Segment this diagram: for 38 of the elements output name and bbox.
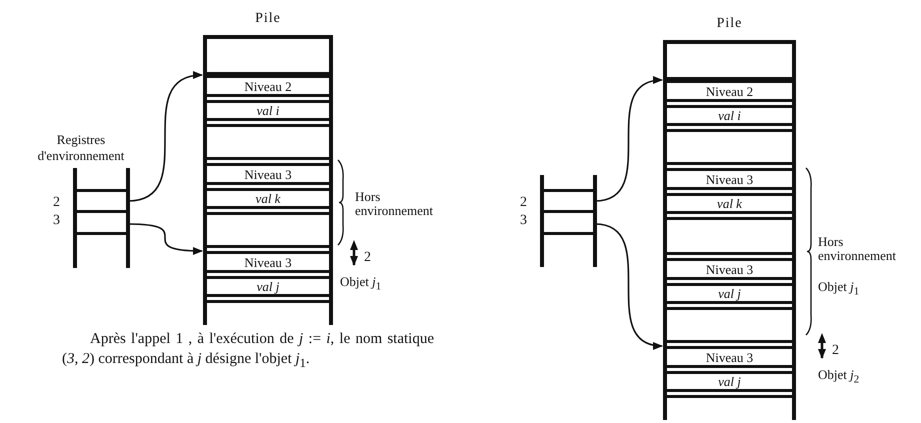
- stack-cell: Niveau 3: [667, 346, 792, 368]
- stack-title: Pile: [254, 11, 282, 26]
- slot-number: 2: [520, 195, 527, 210]
- stack-cell: [207, 212, 329, 248]
- stack-cell: Niveau 3: [207, 251, 329, 273]
- stack-cell: Niveau 3: [667, 168, 792, 190]
- caption: Après l'appel 1 , à l'exécution de j := i, le nom statique (3, 2) correspondant à j désigne l'objet j$_{1}$.: [62, 330, 434, 371]
- stack-cell: val k: [207, 188, 329, 209]
- stack-cell: [667, 217, 792, 255]
- stack-cell: Niveau 2: [667, 80, 792, 102]
- register-title: Registres d'environnement: [36, 132, 126, 164]
- arrow: [128, 223, 203, 255]
- stack-cell: [667, 129, 792, 165]
- stack-cell: [207, 124, 329, 160]
- object-label: Objet j$_{2}$: [818, 368, 860, 386]
- stack-cell: val j: [667, 283, 792, 304]
- stack-cell: Niveau 2: [207, 75, 329, 97]
- stack-cell: val i: [667, 105, 792, 126]
- arrow: [594, 223, 663, 348]
- stack-cell: val j: [667, 371, 792, 392]
- arrow: [128, 72, 203, 202]
- side-note: Hors environnement: [355, 190, 434, 219]
- offset-number: 2: [364, 250, 371, 266]
- stack-cell: val k: [667, 193, 792, 214]
- stack-cell: [667, 307, 792, 343]
- offset-number: 2: [832, 343, 839, 358]
- arrow: [594, 78, 663, 202]
- stack-title: Pile: [716, 16, 744, 32]
- stack-cell: val j: [207, 276, 329, 297]
- slot-number: 2: [53, 195, 60, 210]
- stack-cell: Niveau 3: [207, 163, 329, 185]
- object-label: Objet j$_{1}$: [818, 280, 860, 298]
- object-label: Objet j$_{1}$: [340, 275, 382, 294]
- stack-cell: val i: [207, 100, 329, 121]
- stack-cell: Niveau 3: [667, 258, 792, 280]
- slot-number: 3: [53, 213, 60, 228]
- side-note: Hors environnement: [818, 235, 897, 264]
- slot-number: 3: [520, 213, 527, 228]
